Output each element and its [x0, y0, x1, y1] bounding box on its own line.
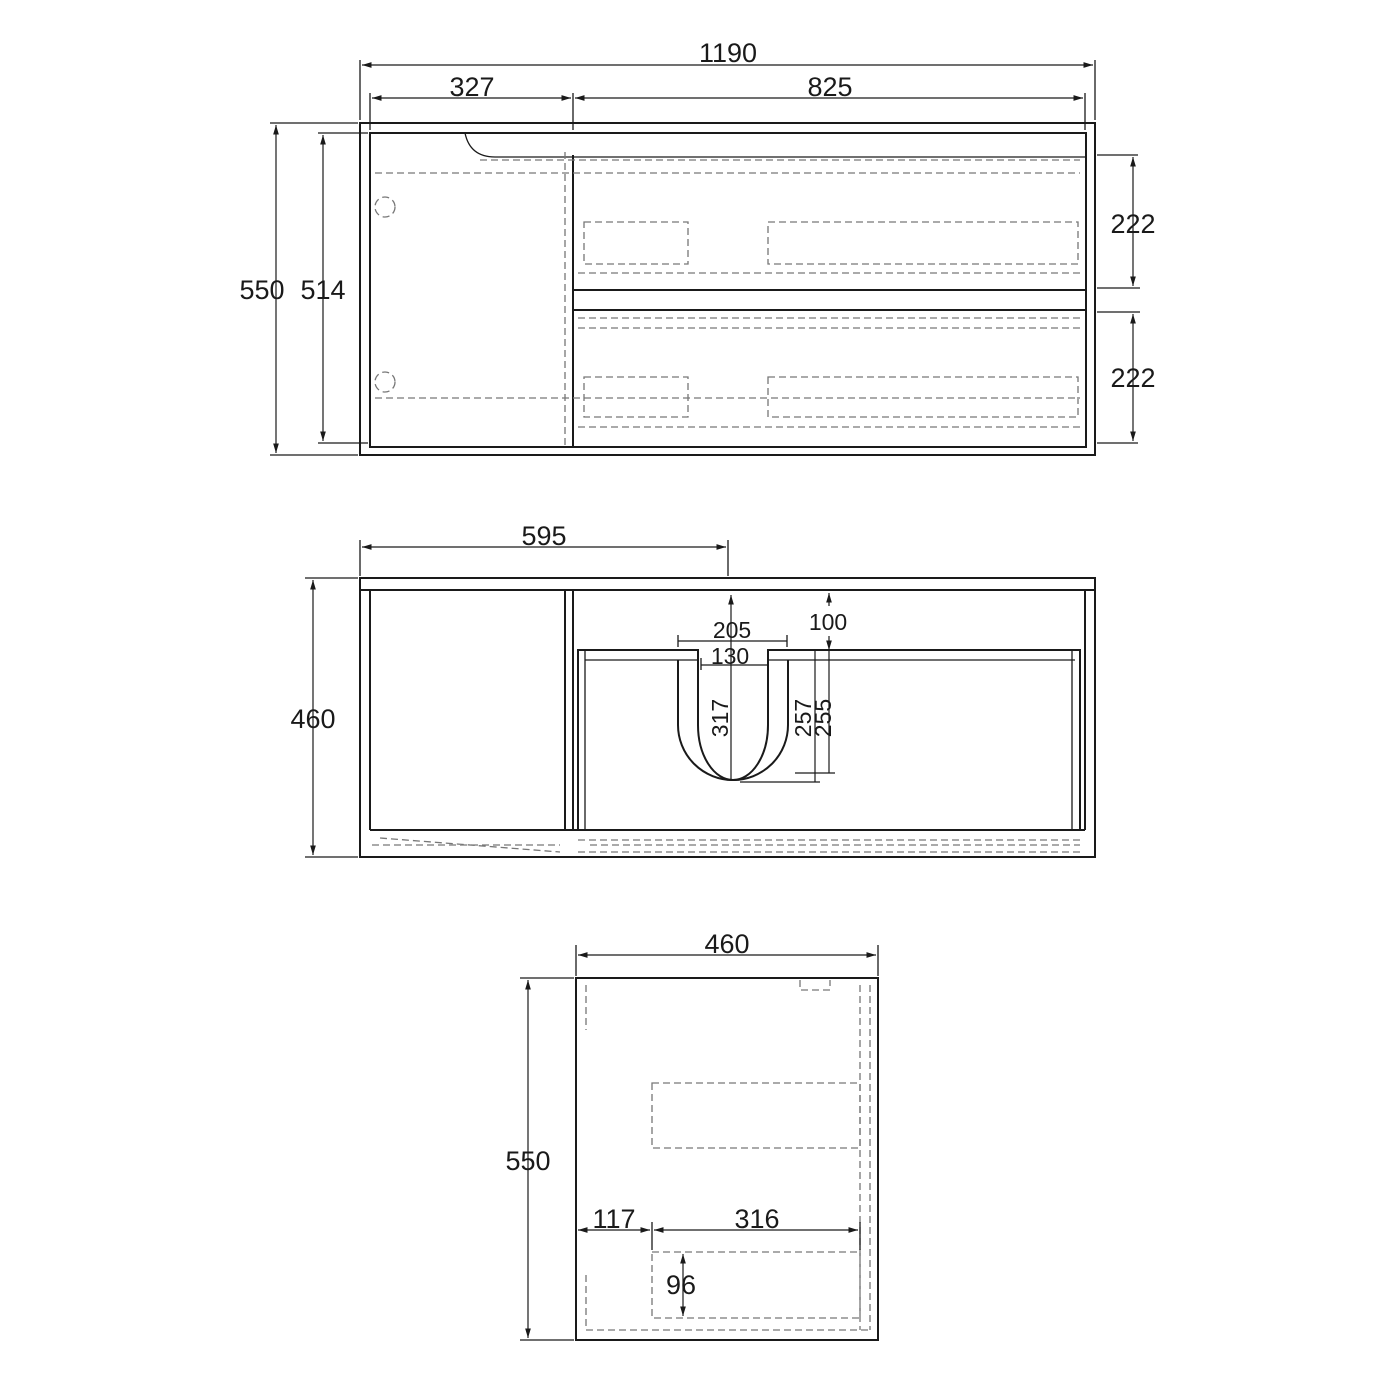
drawer-front — [577, 649, 1081, 830]
hidden-plinth — [372, 837, 1080, 853]
hidden-runner — [767, 221, 1079, 265]
top-view: 1190 327 825 550 514 222 222 — [239, 38, 1156, 456]
dim-label-overall-width: 1190 — [699, 38, 757, 68]
dim-label-drawer-slot-height: 96 — [666, 1270, 696, 1300]
dim-label-lower-drawer: 222 — [1110, 363, 1155, 393]
front-view: 595 460 205 130 317 100 257 255 — [290, 521, 1096, 858]
dim-label-side-height: 550 — [505, 1146, 550, 1176]
basin-cutout-inner — [697, 660, 769, 781]
hidden-runner — [583, 221, 689, 265]
dim-label-drawer-section: 825 — [807, 72, 852, 102]
side-outline — [575, 977, 879, 1341]
dim-label-cutout-depth: 317 — [707, 699, 733, 737]
hidden-hole — [374, 371, 396, 393]
hidden-hole — [374, 196, 396, 218]
dim-label-overall-height: 460 — [290, 704, 335, 734]
dim-label-upper-drawer: 222 — [1110, 209, 1155, 239]
hidden-runner — [767, 376, 1079, 418]
hidden-runner — [583, 376, 689, 418]
dim-label-cutout-outer: 205 — [713, 617, 751, 643]
basin-cutout-outer — [677, 660, 789, 781]
dim-label-drawer-slot-width: 316 — [734, 1204, 779, 1234]
top-outer-outline — [359, 122, 1096, 456]
dim-label-drawer-depth-b: 255 — [810, 699, 836, 737]
dim-label-side-width: 460 — [704, 929, 749, 959]
dim-label-cutout-inner: 130 — [711, 643, 749, 669]
dim-label-left-section: 327 — [449, 72, 494, 102]
hidden-notch — [799, 980, 831, 991]
side-view: 460 550 117 316 96 — [505, 929, 879, 1341]
hidden-drawer-slot — [651, 1082, 861, 1149]
dim-label-overall-depth: 550 — [239, 275, 284, 305]
top-notch — [464, 132, 1085, 158]
dim-label-top-clearance: 100 — [809, 609, 847, 635]
dim-label-drawer-offset: 117 — [592, 1204, 635, 1234]
hidden-plinth — [578, 839, 1082, 853]
dim-label-basin-offset: 595 — [521, 521, 566, 551]
hidden-drawer-slot — [651, 1251, 861, 1319]
dim-label-inner-depth: 514 — [300, 275, 345, 305]
front-outline — [359, 577, 1096, 858]
dim-label-drawer-depth-a: 257 — [790, 699, 816, 737]
